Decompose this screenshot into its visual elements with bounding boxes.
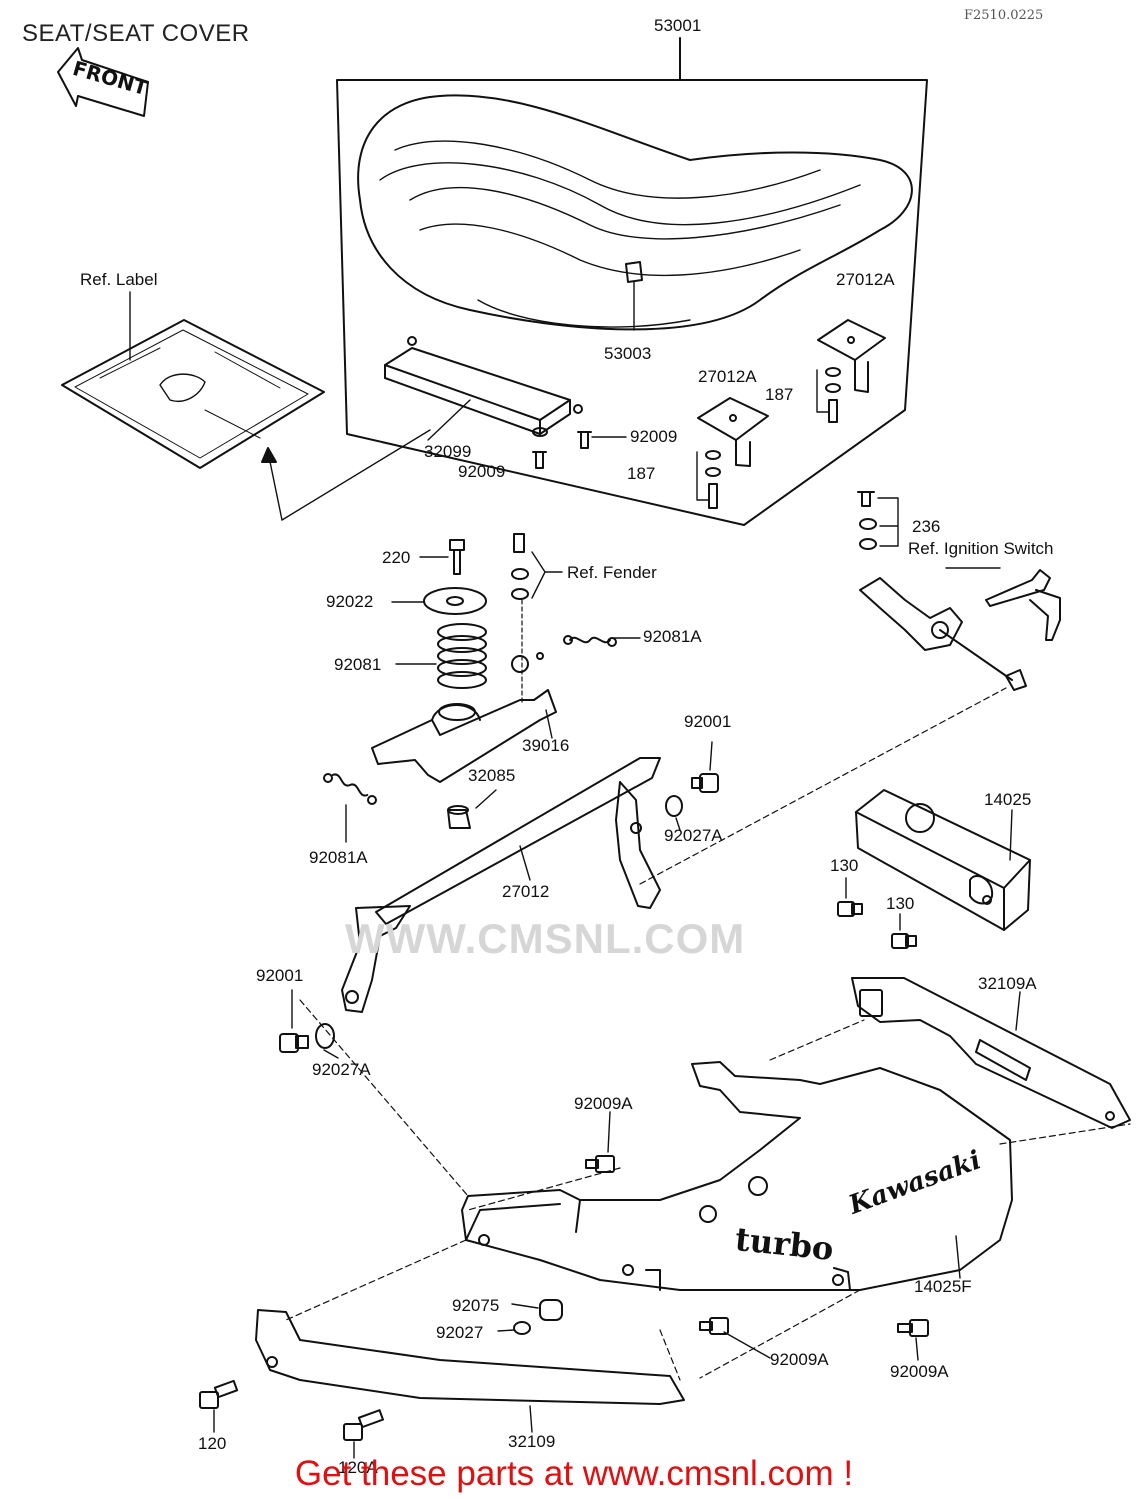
spring-92081a-upper [563, 635, 617, 647]
callout-ref-ignition-switch: Ref. Ignition Switch [908, 539, 1054, 558]
callout-92009a-3: 92009A [890, 1362, 949, 1381]
bolt-92009a-upper [585, 1155, 615, 1173]
reference-label-sheet [61, 319, 325, 469]
fastener-187-lower [696, 450, 721, 509]
rod-27012 [341, 757, 661, 1013]
callout-92081a-2: 92081A [309, 848, 368, 867]
callout-92027a-1: 92027A [664, 826, 723, 845]
callout-32085: 32085 [468, 766, 516, 785]
watermark: WWW.CMSNL.COM [345, 915, 746, 962]
page-title: SEAT/SEAT COVER [22, 20, 250, 47]
callout-92075: 92075 [452, 1296, 500, 1315]
grab-rail-32109a [851, 977, 1131, 1129]
callout-130-2: 130 [886, 894, 915, 913]
fastener-187-upper [816, 367, 841, 423]
screw-236 [857, 491, 899, 550]
bolt-130-lower [891, 933, 917, 949]
callout-27012: 27012 [502, 882, 550, 901]
callout-120a: 120A [338, 1458, 378, 1477]
callout-32109: 32109 [508, 1432, 556, 1451]
bolt-92009a-mid [699, 1317, 729, 1335]
bushing-32085 [447, 805, 471, 829]
callout-92022: 92022 [326, 592, 374, 611]
bracket-27012a-upper [817, 319, 886, 393]
bolt-130-upper [837, 901, 863, 917]
callout-92009-2: 92009 [458, 462, 506, 481]
callout-236: 236 [912, 517, 941, 536]
collar-92027a-lower [315, 1023, 335, 1049]
callout-14025: 14025 [984, 790, 1032, 809]
ignition-switch [859, 567, 1061, 691]
callout-27012a-1: 27012A [836, 270, 895, 289]
seat-shape [357, 94, 913, 331]
callout-187-1: 187 [765, 385, 794, 404]
bolt-120a [343, 1409, 384, 1441]
bolt-92001-upper [691, 773, 719, 793]
bolt-92001-lower [279, 1033, 309, 1053]
callout-ref-label: Ref. Label [80, 270, 158, 289]
collar-92027a-upper [665, 795, 683, 817]
storage-tray-32099 [384, 336, 583, 435]
callout-14025f: 14025F [914, 1277, 972, 1296]
callout-92027a-2: 92027A [312, 1060, 371, 1079]
callout-92009a-2: 92009A [770, 1350, 829, 1369]
spring-92081a-lower [323, 773, 377, 805]
callout-187-2: 187 [627, 464, 656, 483]
footer-shop-link[interactable]: Get these parts at www.cmsnl.com ! [294, 1454, 854, 1493]
spring-92081 [437, 623, 487, 689]
collar-92027 [513, 1321, 531, 1335]
fender-bolt [511, 533, 563, 706]
callout-32099: 32099 [424, 442, 472, 461]
callout-92027: 92027 [436, 1323, 484, 1342]
bolt-92009a-right [897, 1319, 929, 1337]
callout-53001: 53001 [654, 16, 702, 35]
tag-53003 [625, 261, 643, 283]
callout-92001-1: 92001 [684, 712, 732, 731]
callout-130-1: 130 [830, 856, 859, 875]
figure-code: F2510.0225 [964, 8, 1044, 23]
callout-53003: 53003 [604, 344, 652, 363]
bracket-39016 [371, 652, 557, 783]
front-arrow-icon [57, 47, 149, 117]
bolt-92009-b [532, 427, 548, 469]
callout-27012a-2: 27012A [698, 367, 757, 386]
bolt-120 [199, 1379, 239, 1409]
callout-39016: 39016 [522, 736, 570, 755]
callout-220: 220 [382, 548, 411, 567]
callout-ref-fender: Ref. Fender [567, 563, 657, 582]
callout-92081: 92081 [334, 655, 382, 674]
callout-92001-2: 92001 [256, 966, 304, 985]
bracket-27012a-lower [697, 397, 769, 467]
callout-120: 120 [198, 1434, 227, 1453]
grommet-92075 [539, 1299, 563, 1321]
callout-32109a: 32109A [978, 974, 1037, 993]
tail-cover-14025f [461, 1061, 1013, 1291]
callout-92081a-1: 92081A [643, 627, 702, 646]
bolt-92009-a [577, 431, 592, 449]
cover-14025 [855, 789, 1031, 931]
bolt-220 [449, 539, 465, 575]
seat-group-frame [336, 79, 928, 526]
washer-92022 [423, 587, 487, 615]
callout-92009a-1: 92009A [574, 1094, 633, 1113]
grab-rail-32109 [255, 1309, 685, 1405]
callout-92009-1: 92009 [630, 427, 678, 446]
